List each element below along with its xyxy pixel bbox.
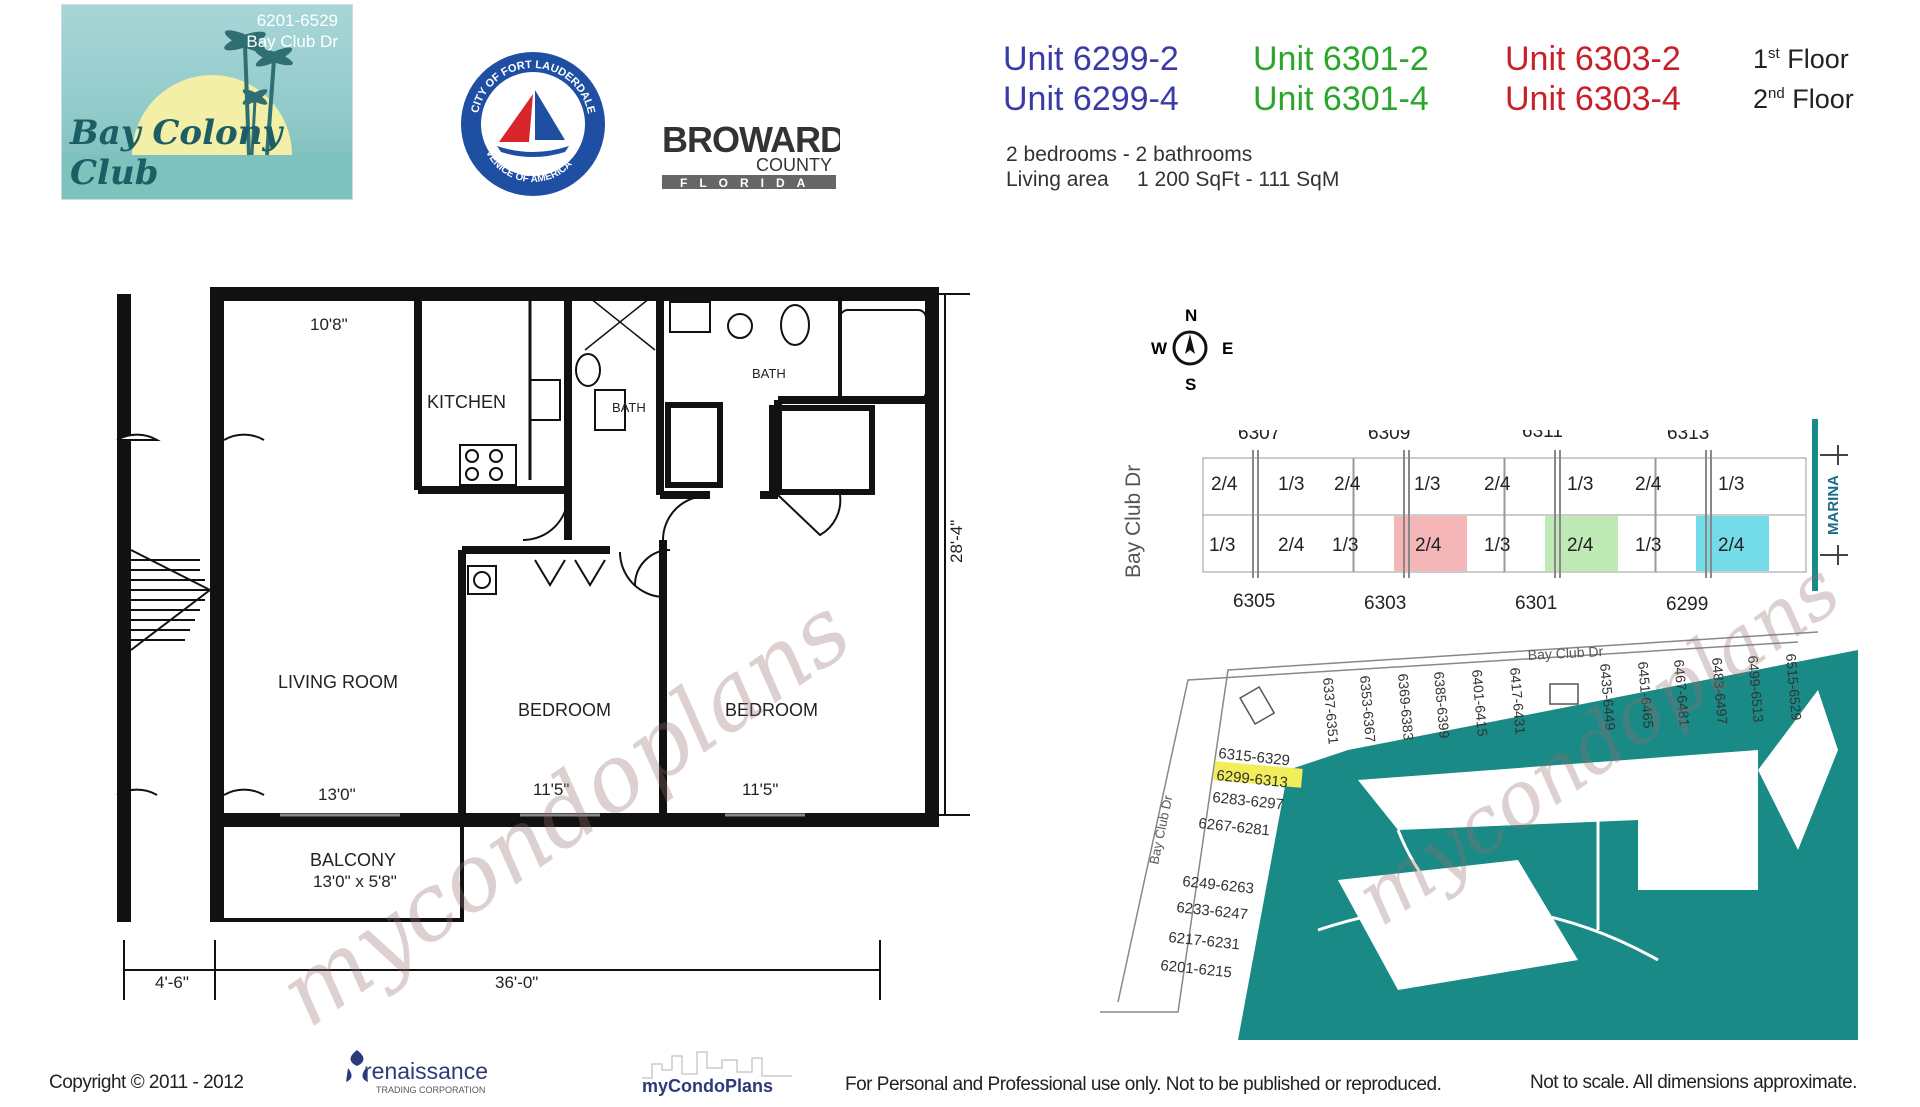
scale-notice: Not to scale. All dimensions approximate… xyxy=(1530,1072,1857,1093)
building-unit-map: Bay Club Dr 6307 6309 6311 6313 6305 630… xyxy=(1118,430,1807,630)
site-street-top: Bay Club Dr xyxy=(1527,643,1604,663)
bed2-width-dim: 11'5" xyxy=(742,780,778,799)
skyline-icon xyxy=(642,1051,792,1079)
svg-text:W: W xyxy=(1151,339,1168,358)
first-floor-label: 1st Floor xyxy=(1753,44,1849,74)
renaissance-icon xyxy=(346,1050,368,1082)
svg-text:6451-6465: 6451-6465 xyxy=(1635,661,1657,729)
second-floor-label: 2nd Floor xyxy=(1753,84,1854,114)
compass-icon: N S E W xyxy=(1151,306,1233,394)
svg-text:N: N xyxy=(1185,306,1197,325)
floor-plan: 10'8" KITCHEN BATH BATH LIVING ROOM BEDR… xyxy=(116,287,970,1000)
unit-6303-2: Unit 6303-2 xyxy=(1505,40,1681,78)
unit-6301-2: Unit 6301-2 xyxy=(1253,40,1429,78)
copyright: Copyright © 2011 - 2012 xyxy=(49,1072,244,1093)
svg-text:2/4: 2/4 xyxy=(1635,474,1662,495)
bldg-top-6309: 6309 xyxy=(1368,430,1410,444)
kitchen-label: KITCHEN xyxy=(427,392,506,412)
svg-text:2/4: 2/4 xyxy=(1484,474,1511,495)
building-map-street: Bay Club Dr xyxy=(1122,465,1145,578)
broward-county-logo: BROWARD COUNTY FLORIDA xyxy=(662,119,840,190)
logo-address-range: 6201-6529 xyxy=(256,11,338,30)
site-street-side: Bay Club Dr xyxy=(1146,793,1175,865)
svg-text:COUNTY: COUNTY xyxy=(756,155,832,175)
bedroom2-label: BEDROOM xyxy=(725,700,818,720)
bldg-bottom-6305: 6305 xyxy=(1233,591,1275,612)
svg-text:6353-6367: 6353-6367 xyxy=(1357,675,1379,743)
unit-6299-4: Unit 6299-4 xyxy=(1003,80,1179,118)
beds-baths: 2 bedrooms - 2 bathrooms xyxy=(1006,143,1253,166)
marina-label: MARINA xyxy=(1825,475,1842,535)
svg-text:1/3: 1/3 xyxy=(1635,535,1661,556)
total-width-dim: 36'-0" xyxy=(495,973,538,992)
corridor-dim: 4'-6" xyxy=(155,973,189,992)
kitchen-width-dim: 10'8" xyxy=(310,315,348,334)
svg-text:6249-6263: 6249-6263 xyxy=(1182,873,1255,897)
svg-text:2/4: 2/4 xyxy=(1567,535,1594,556)
svg-text:6337-6351: 6337-6351 xyxy=(1320,677,1342,745)
svg-text:S: S xyxy=(1185,375,1196,394)
usage-notice: For Personal and Professional use only. … xyxy=(845,1074,1442,1095)
site-map: 6315-6329 6299-6313 6283-6297 6267-6281 … xyxy=(1100,631,1858,1040)
svg-text:6283-6297: 6283-6297 xyxy=(1212,789,1285,813)
svg-text:2/4: 2/4 xyxy=(1278,535,1305,556)
city-seal-icon: CITY OF FORT LAUDERDALE VENICE OF AMERIC… xyxy=(461,52,605,196)
living-area-label: Living area xyxy=(1006,168,1109,191)
renaissance-logo: renaissance TRADING CORPORATION xyxy=(342,1048,502,1098)
unit-6299-2: Unit 6299-2 xyxy=(1003,40,1179,78)
bedroom1-label: BEDROOM xyxy=(518,700,611,720)
svg-text:6499-6513: 6499-6513 xyxy=(1745,655,1767,723)
bath1-label: BATH xyxy=(612,400,646,415)
svg-text:E: E xyxy=(1222,339,1233,358)
bath2-label: BATH xyxy=(752,366,786,381)
svg-text:6385-6399: 6385-6399 xyxy=(1431,671,1453,739)
svg-text:BROWARD: BROWARD xyxy=(662,119,840,160)
svg-text:1/3: 1/3 xyxy=(1332,535,1358,556)
svg-text:6467-6481: 6467-6481 xyxy=(1671,659,1693,727)
bldg-bottom-6299: 6299 xyxy=(1666,594,1708,615)
svg-text:1/3: 1/3 xyxy=(1278,474,1304,495)
bldg-bottom-6303: 6303 xyxy=(1364,593,1406,614)
palm-sun-illustration xyxy=(62,30,352,199)
bldg-bottom-6301: 6301 xyxy=(1515,593,1557,614)
svg-text:1/3: 1/3 xyxy=(1209,535,1235,556)
balcony-dim: 13'0" x 5'8" xyxy=(313,872,397,891)
svg-text:FLORIDA: FLORIDA xyxy=(680,176,817,190)
svg-text:1/3: 1/3 xyxy=(1484,535,1510,556)
bldg-top-6313: 6313 xyxy=(1667,430,1709,444)
svg-text:2/4: 2/4 xyxy=(1211,474,1238,495)
living-width-dim: 13'0" xyxy=(318,785,356,804)
svg-text:6233-6247: 6233-6247 xyxy=(1176,899,1249,923)
bldg-top-6311: 6311 xyxy=(1522,430,1563,442)
svg-text:2/4: 2/4 xyxy=(1415,535,1442,556)
marina-dock: MARINA xyxy=(1812,419,1848,591)
svg-text:1/3: 1/3 xyxy=(1718,474,1744,495)
bldg-top-6307: 6307 xyxy=(1238,430,1280,444)
svg-text:6217-6231: 6217-6231 xyxy=(1168,929,1241,953)
living-room-label: LIVING ROOM xyxy=(278,672,398,692)
svg-text:6483-6497: 6483-6497 xyxy=(1709,657,1731,725)
svg-text:6201-6215: 6201-6215 xyxy=(1160,957,1233,981)
svg-text:6417-6431: 6417-6431 xyxy=(1507,667,1529,735)
svg-text:6435-6449: 6435-6449 xyxy=(1597,663,1619,731)
logo-street: Bay Club Dr xyxy=(246,32,338,51)
balcony-label: BALCONY xyxy=(310,850,396,870)
depth-dim: 28'-4" xyxy=(947,520,966,563)
living-area-value: 1 200 SqFt - 111 SqM xyxy=(1137,168,1340,191)
svg-text:2/4: 2/4 xyxy=(1718,535,1745,556)
mycondoplans-logo: myCondoPlans xyxy=(640,1050,800,1098)
svg-text:6515-6529: 6515-6529 xyxy=(1783,653,1805,721)
bay-colony-logo: 6201-6529 Bay Club Dr Bay Colony Club xyxy=(61,4,353,200)
svg-text:6401-6415: 6401-6415 xyxy=(1469,669,1491,737)
unit-6303-4: Unit 6303-4 xyxy=(1505,80,1681,118)
logo-name: Bay Colony Club xyxy=(70,113,283,193)
svg-text:6369-6383: 6369-6383 xyxy=(1395,673,1417,741)
svg-text:1/3: 1/3 xyxy=(1414,474,1440,495)
svg-text:6267-6281: 6267-6281 xyxy=(1198,815,1271,839)
bed1-width-dim: 11'5" xyxy=(533,780,569,799)
svg-text:2/4: 2/4 xyxy=(1334,474,1361,495)
unit-6301-4: Unit 6301-4 xyxy=(1253,80,1429,118)
svg-text:1/3: 1/3 xyxy=(1567,474,1593,495)
